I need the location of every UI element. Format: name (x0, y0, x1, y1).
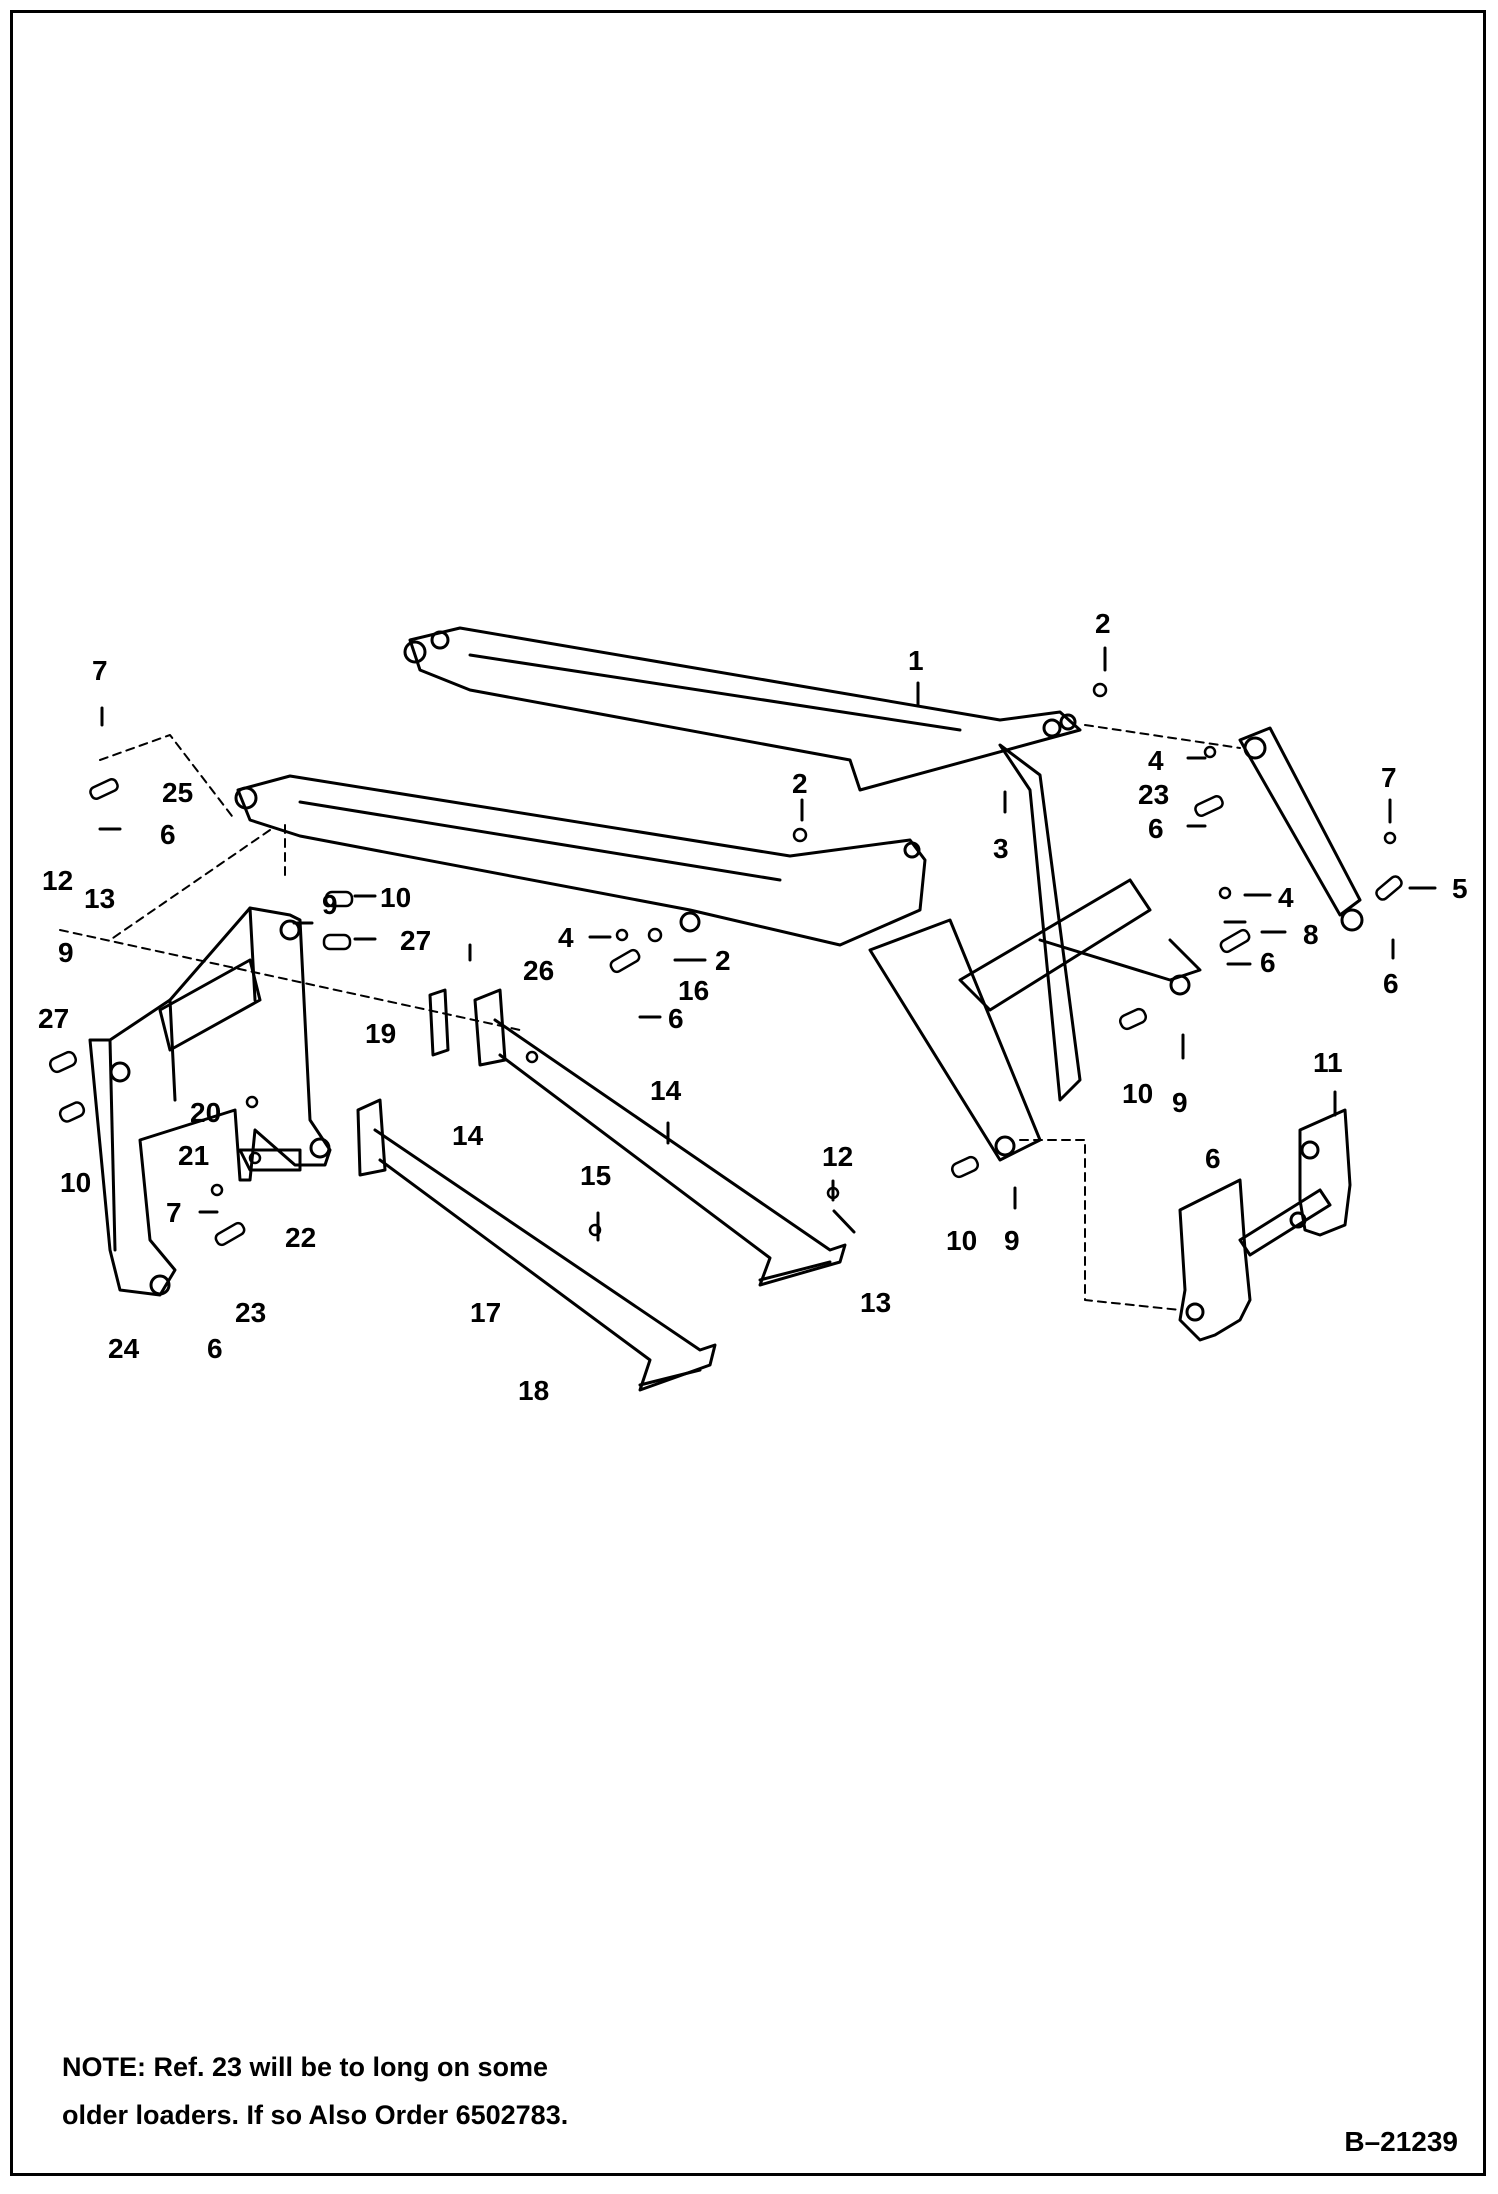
callout-6: 6 (1148, 813, 1164, 844)
callout-7: 7 (166, 1197, 182, 1228)
callout-2: 2 (792, 768, 808, 799)
callout-27: 27 (38, 1003, 69, 1034)
callout-1: 1 (908, 645, 924, 676)
callout-8: 8 (1303, 919, 1319, 950)
mounting-frame (88, 906, 332, 1297)
callout-21: 21 (178, 1140, 209, 1171)
leader-lines (98, 646, 1437, 1242)
drawing-reference: B–21239 (1344, 2126, 1458, 2157)
callout-6: 6 (668, 1003, 684, 1034)
reference-lines (59, 724, 1241, 1311)
callout-10: 10 (1122, 1078, 1153, 1109)
callout-11: 11 (1313, 1047, 1343, 1078)
hardware (48, 682, 1403, 1247)
brace-left (356, 1098, 717, 1392)
callout-25: 25 (162, 777, 193, 808)
callout-7: 7 (1381, 762, 1397, 793)
callout-23: 23 (235, 1297, 266, 1328)
callout-9: 9 (1004, 1225, 1020, 1256)
callout-6: 6 (1205, 1143, 1221, 1174)
lift-arm-lower (234, 774, 1042, 1162)
brace-right (473, 988, 847, 1287)
callout-17: 17 (470, 1297, 501, 1328)
callout-9: 9 (322, 889, 338, 920)
callout-9: 9 (58, 937, 74, 968)
callout-24: 24 (108, 1333, 140, 1364)
callout-4: 4 (1278, 882, 1294, 913)
callout-4: 4 (1148, 745, 1164, 776)
callout-4: 4 (558, 922, 574, 953)
callout-27: 27 (400, 925, 431, 956)
callout-19: 19 (365, 1018, 396, 1049)
callout-13: 13 (84, 883, 115, 914)
callout-14: 14 (650, 1075, 682, 1106)
callout-23: 23 (1138, 779, 1169, 810)
callout-18: 18 (518, 1375, 549, 1406)
callout-9: 9 (1172, 1087, 1188, 1118)
callout-6: 6 (207, 1333, 223, 1364)
bracket (428, 988, 450, 1057)
callout-16: 16 (678, 975, 709, 1006)
callout-22: 22 (285, 1222, 316, 1253)
callout-20: 20 (190, 1097, 221, 1128)
callout-6: 6 (160, 819, 176, 850)
callout-5: 5 (1452, 873, 1468, 904)
note-line-1: NOTE: Ref. 23 will be to long on some (62, 2052, 549, 2082)
callout-6: 6 (1383, 968, 1399, 999)
lift-arm-upper (403, 626, 1082, 1102)
callout-10: 10 (946, 1225, 977, 1256)
callout-26: 26 (523, 955, 554, 986)
callout-labels: 1 2 2 2 3 4 4 4 5 6 6 6 6 6 6 6 7 7 7 8 … (38, 608, 1468, 1406)
callout-13: 13 (860, 1287, 891, 1318)
attachment-mount (1178, 1108, 1352, 1342)
callout-12: 12 (822, 1141, 853, 1172)
callout-3: 3 (993, 833, 1009, 864)
drawing-border (10, 10, 1486, 2176)
callout-10: 10 (60, 1167, 91, 1198)
callout-15: 15 (580, 1160, 611, 1191)
callout-7: 7 (92, 655, 108, 686)
callout-2: 2 (715, 945, 731, 976)
callout-6: 6 (1260, 947, 1276, 978)
cross-tube (958, 878, 1202, 1012)
callout-2: 2 (1095, 608, 1111, 639)
callout-10: 10 (380, 882, 411, 913)
note-line-2: older loaders. If so Also Order 6502783. (62, 2100, 569, 2130)
callout-14: 14 (452, 1120, 484, 1151)
callout-12: 12 (42, 865, 73, 896)
lift-cylinder (1238, 726, 1364, 932)
